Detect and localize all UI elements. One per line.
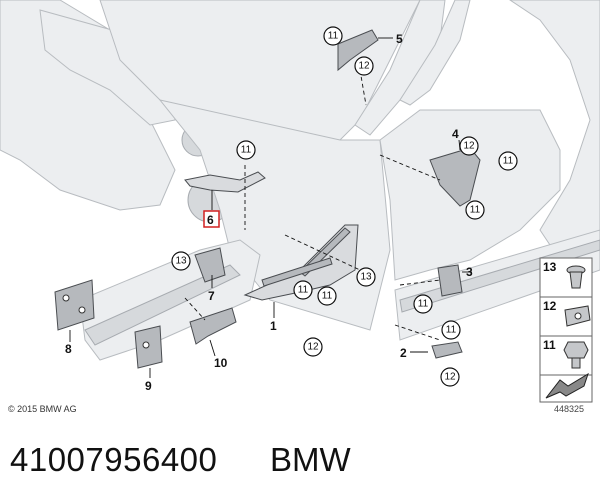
part-number-code: 41007956400 <box>10 441 218 478</box>
svg-text:12: 12 <box>463 141 475 152</box>
copyright-text: © 2015 BMW AG <box>8 404 77 414</box>
part-label-3: 3 <box>466 265 473 279</box>
part-label-4: 4 <box>452 127 459 141</box>
part-5-bracket <box>337 29 379 72</box>
hex-bolt-icon <box>563 341 589 369</box>
part-label-9: 9 <box>145 379 152 393</box>
svg-text:11: 11 <box>470 205 481 216</box>
svg-text:11: 11 <box>298 285 309 296</box>
callout-circles: 11 12 12 11 11 11 13 13 11 11 12 11 11 1… <box>171 26 518 387</box>
callout: 12 <box>459 136 479 156</box>
callout: 11 <box>317 286 337 306</box>
svg-text:12: 12 <box>307 342 319 353</box>
part-2-bracket <box>431 341 463 359</box>
brand-name: BMW <box>270 441 351 478</box>
direction-arrow-icon <box>545 372 589 399</box>
part-8-plate <box>54 279 95 331</box>
callout: 11 <box>236 140 256 160</box>
svg-text:13: 13 <box>175 256 187 267</box>
svg-text:13: 13 <box>360 272 372 283</box>
legend-label-13: 13 <box>543 260 557 274</box>
part-label-8: 8 <box>65 342 72 356</box>
svg-text:11: 11 <box>418 299 429 310</box>
svg-text:11: 11 <box>503 156 514 167</box>
svg-text:11: 11 <box>241 145 252 156</box>
callout: 11 <box>465 200 485 220</box>
callout: 11 <box>441 320 461 340</box>
callout: 11 <box>498 151 518 171</box>
legend-label-12: 12 <box>543 299 557 313</box>
legend-label-11: 11 <box>543 338 556 352</box>
leader-lines <box>69 37 472 378</box>
callout: 12 <box>303 337 323 357</box>
svg-text:12: 12 <box>358 61 370 72</box>
part-label-10: 10 <box>214 356 228 370</box>
part-7-bracket <box>194 247 226 283</box>
spring-nut-icon <box>564 305 591 327</box>
svg-text:6: 6 <box>207 213 214 227</box>
callout: 12 <box>440 367 460 387</box>
svg-text:11: 11 <box>446 325 457 336</box>
body-structure <box>0 0 600 361</box>
parts-diagram: 5 4 3 2 1 7 8 9 10 6 11 12 12 11 11 11 1… <box>0 0 600 403</box>
part-label-2: 2 <box>400 346 407 360</box>
part-1-strut-brace <box>243 224 359 301</box>
svg-text:11: 11 <box>328 31 339 42</box>
svg-text:11: 11 <box>322 291 333 302</box>
catalog-number: 448325 <box>554 404 585 414</box>
svg-text:12: 12 <box>444 372 456 383</box>
part-label-5: 5 <box>396 32 403 46</box>
callout: 11 <box>323 26 343 46</box>
highlighted-part-label-6: 6 <box>203 210 220 228</box>
callout: 11 <box>293 280 313 300</box>
callout: 13 <box>356 267 376 287</box>
clip-nut-icon <box>566 265 586 289</box>
part-number-labels: 5 4 3 2 1 7 8 9 10 <box>65 32 473 393</box>
callout: 13 <box>171 251 191 271</box>
part-10-bracket <box>189 307 237 345</box>
callout: 12 <box>354 56 374 76</box>
part-label-7: 7 <box>208 289 215 303</box>
callout: 11 <box>413 294 433 314</box>
part-9-plate <box>134 325 163 369</box>
part-label-1: 1 <box>270 319 277 333</box>
fastener-legend: 13 12 11 <box>539 257 593 403</box>
part-3-bracket <box>437 264 463 297</box>
